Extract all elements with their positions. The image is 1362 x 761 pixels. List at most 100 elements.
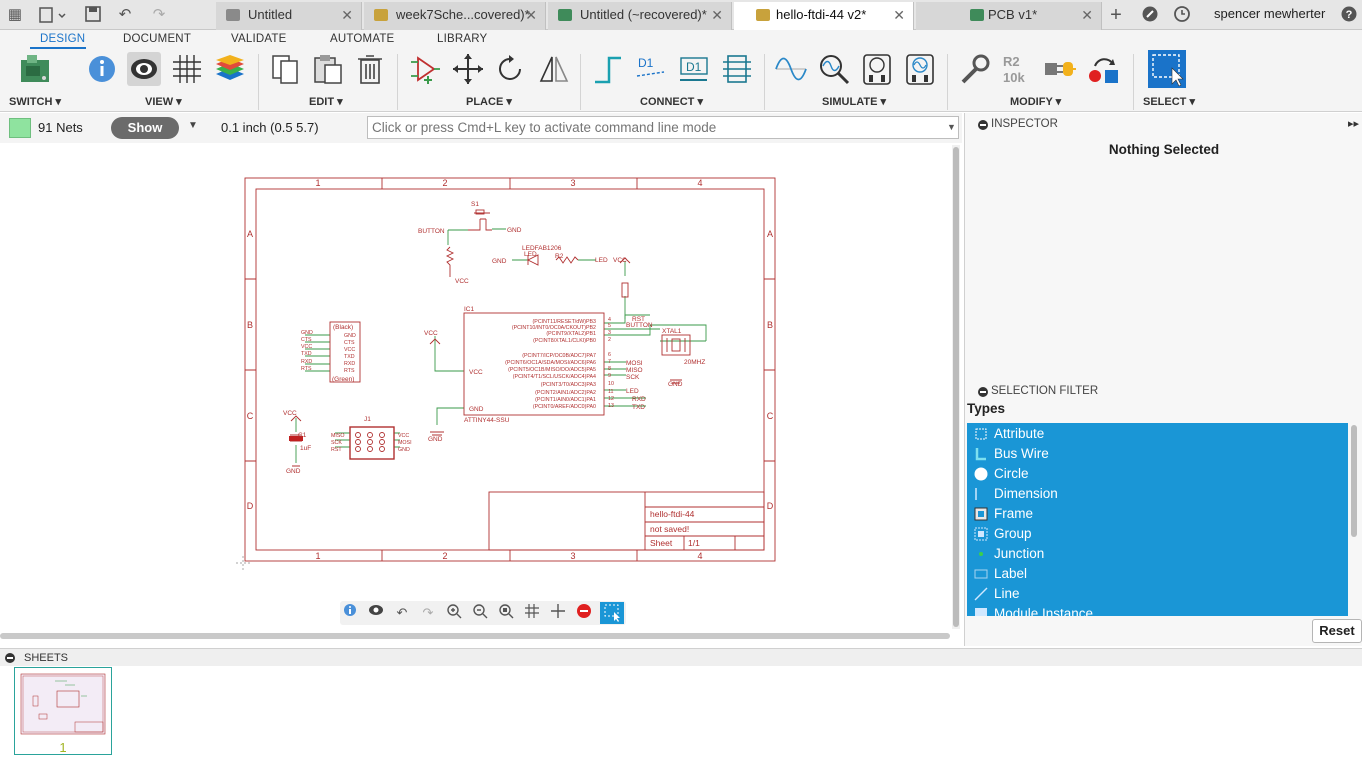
move-icon[interactable] [451,52,485,86]
window-select-icon[interactable] [1148,50,1186,88]
doc-tab-4-active[interactable]: hello-ftdi-44 v2* ✕ [734,2,914,30]
connect-group-label[interactable]: CONNECT ▾ [640,96,703,108]
replace-part-icon[interactable] [1086,52,1120,86]
selection-filter-list[interactable]: Attribute Bus Wire Circle Dimension Fram… [967,423,1348,616]
wrench-icon[interactable] [957,52,991,86]
eye-icon[interactable] [366,603,386,623]
delete-trash-icon[interactable] [353,52,387,86]
simulate-group-label[interactable]: SIMULATE ▾ [822,96,886,108]
command-line-input[interactable] [367,116,959,139]
paste-icon[interactable] [311,52,345,86]
help-icon[interactable]: ? [1338,5,1360,25]
canvas-vertical-scrollbar[interactable] [952,145,960,629]
voltmeter-probe-icon[interactable] [860,52,894,86]
filter-item-bus-wire[interactable]: Bus Wire [967,444,1348,464]
rotate-icon[interactable] [494,52,528,86]
layers-icon[interactable] [213,52,247,86]
switch-group-label[interactable]: SWITCH ▾ [9,96,61,108]
job-status-icon[interactable] [1171,5,1193,25]
expand-panel-icon[interactable]: ▸▸ [1347,118,1359,130]
view-group-label[interactable]: VIEW ▾ [145,96,182,108]
filter-item-dimension[interactable]: Dimension [967,484,1348,504]
info-icon[interactable] [86,52,120,86]
collapse-icon[interactable] [978,120,988,130]
doc-tab-5[interactable]: PCB v1* ✕ [916,2,1102,30]
name-net-icon[interactable]: D1 [634,52,668,86]
redo-icon[interactable]: ↷ [422,605,434,620]
net-icon[interactable] [591,52,625,86]
ribbon-tab-design[interactable]: DESIGN [40,33,86,45]
undo-icon[interactable]: ↶ [396,605,408,620]
mirror-icon[interactable] [537,52,571,86]
window-select-icon[interactable] [600,602,624,624]
zoom-in-icon[interactable] [444,603,464,623]
switch-to-pcb-icon[interactable] [18,52,52,86]
doc-tab-2[interactable]: week7Sche...covered)* ✕ [364,2,546,30]
collapse-icon[interactable] [978,387,988,397]
oscilloscope-probe-icon[interactable] [903,52,937,86]
ribbon-tab-library[interactable]: LIBRARY [437,33,488,45]
crosshair-icon[interactable] [548,603,568,623]
show-eye-icon[interactable] [127,52,161,86]
edit-group-label[interactable]: EDIT ▾ [309,96,343,108]
close-icon[interactable]: ✕ [341,7,353,23]
extensions-icon[interactable] [1139,5,1161,25]
file-menu-icon[interactable] [36,5,68,25]
new-tab-icon[interactable]: + [1110,4,1122,26]
capacitor-c1-body[interactable] [289,436,303,441]
select-group-label[interactable]: SELECT ▾ [1143,96,1195,108]
scrollbar-thumb[interactable] [953,147,959,627]
user-account-name[interactable]: spencer mewherter [1214,6,1326,21]
filter-item-junction[interactable]: Junction [967,544,1348,564]
doc-tab-3[interactable]: Untitled (~recovered)* ✕ [548,2,732,30]
filter-item-attribute[interactable]: Attribute [967,424,1348,444]
net-label-icon[interactable]: D1 [677,52,711,86]
close-icon[interactable]: ✕ [1081,7,1093,23]
inspector-header[interactable]: INSPECTOR ▸▸ [965,115,1362,135]
redo-icon[interactable]: ↷ [152,6,166,23]
nets-color-swatch[interactable] [9,118,31,138]
sine-wave-icon[interactable] [774,52,808,86]
close-icon[interactable]: ✕ [711,7,723,23]
selection-filter-header[interactable]: SELECTION FILTER [965,382,1362,402]
copy-icon[interactable] [269,52,303,86]
doc-tab-1[interactable]: Untitled ✕ [216,2,362,30]
swap-plug-icon[interactable] [1043,52,1077,86]
modify-group-label[interactable]: MODIFY ▾ [1010,96,1062,108]
schematic-canvas[interactable]: 1 2 3 4 1 2 3 4 A B C D A B C D hello-ft… [0,143,950,629]
info-icon[interactable] [340,603,360,623]
filter-item-label[interactable]: Label [967,564,1348,584]
grid-icon[interactable] [522,603,542,623]
place-group-label[interactable]: PLACE ▾ [466,96,512,108]
collapse-icon[interactable] [5,653,15,663]
filter-item-frame[interactable]: Frame [967,504,1348,524]
sheet-thumbnail[interactable]: 1 [14,667,112,755]
close-icon[interactable]: ✕ [525,7,537,23]
stop-icon[interactable] [574,603,594,623]
save-icon[interactable] [82,5,104,25]
filter-list-scrollbar[interactable] [1351,425,1357,537]
ribbon-tab-document[interactable]: DOCUMENT [123,33,192,45]
grid-icon[interactable] [170,52,204,86]
show-nets-button[interactable]: Show [111,117,179,139]
filter-item-group[interactable]: Group [967,524,1348,544]
ribbon-tab-validate[interactable]: VALIDATE [231,33,287,45]
filter-item-module-instance[interactable]: Module Instance [967,604,1348,616]
zoom-fit-icon[interactable] [496,603,516,623]
zoom-out-icon[interactable] [470,603,490,623]
chevron-down-icon[interactable]: ▼ [188,120,198,131]
schematic-drawing[interactable]: 1 2 3 4 1 2 3 4 A B C D A B C D hello-ft… [0,143,950,629]
app-grid-icon[interactable]: ▦ [7,6,23,23]
chevron-down-icon[interactable]: ▼ [947,122,956,132]
undo-icon[interactable]: ↶ [118,6,132,23]
filter-item-circle[interactable]: Circle [967,464,1348,484]
sheets-header[interactable]: SHEETS [0,648,1362,666]
probe-magnifier-icon[interactable] [817,52,851,86]
add-part-icon[interactable] [408,52,442,86]
canvas-horizontal-scrollbar[interactable] [0,633,950,639]
ribbon-tab-automate[interactable]: AUTOMATE [330,33,395,45]
bus-icon[interactable] [720,52,754,86]
filter-item-line[interactable]: Line [967,584,1348,604]
reset-filter-button[interactable]: Reset [1312,619,1362,643]
